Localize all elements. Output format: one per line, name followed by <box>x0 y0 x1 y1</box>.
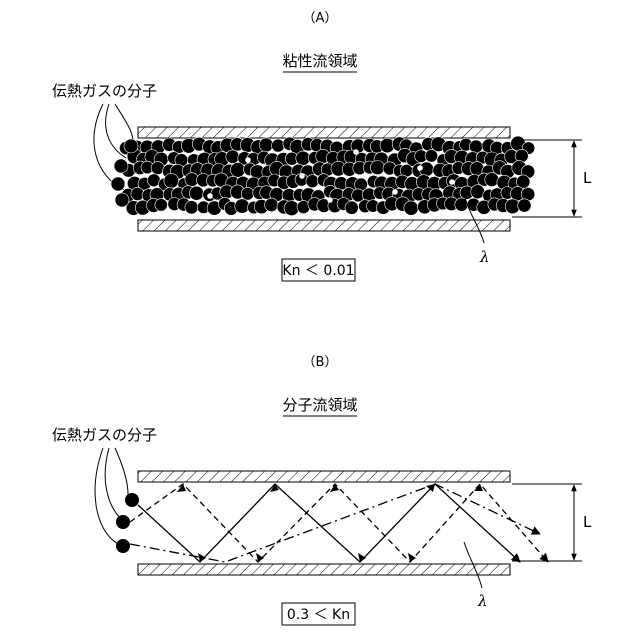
packing-void <box>392 189 398 195</box>
gas-molecule <box>259 138 273 152</box>
panel-a-lambda-label: λ <box>479 248 490 266</box>
panel-a-condition-label: Kn ＜ 0.01 <box>282 263 354 279</box>
panel-a-dimension-label: L <box>583 169 592 187</box>
trajectory-dash-dot <box>130 484 540 562</box>
packing-void <box>353 149 359 155</box>
panel-a-label: （A） <box>303 11 338 26</box>
gas-molecule <box>345 201 358 214</box>
panel-b-molecule-3 <box>116 539 130 553</box>
packing-void <box>207 193 213 199</box>
gas-molecule <box>371 161 385 175</box>
gas-molecule <box>230 163 245 178</box>
panel-b-title: 分子流領域 <box>282 396 357 414</box>
trajectory-dashed <box>130 484 548 562</box>
gas-molecule <box>425 150 438 163</box>
gas-molecule <box>485 173 499 187</box>
panel-b-molecule-1 <box>125 493 139 507</box>
gas-molecule <box>235 199 250 214</box>
panel-a-title: 粘性流領域 <box>282 52 357 70</box>
panel-a-molecule-label: 伝熱ガスの分子 <box>52 82 157 100</box>
gas-molecule <box>515 149 528 162</box>
panel-b-molecule-label: 伝熱ガスの分子 <box>52 426 157 444</box>
panel-b-bottom-plate <box>138 564 510 575</box>
panel-b: （B） 分子流領域 伝熱ガスの分子 <box>52 355 592 625</box>
gas-molecule <box>265 198 279 212</box>
panel-b-trajectories <box>130 484 548 562</box>
gas-molecule <box>226 150 240 164</box>
panel-b-dimension <box>512 484 582 561</box>
panel-a-molecules <box>111 136 535 216</box>
gas-molecule <box>185 201 198 214</box>
gas-molecule <box>518 199 531 212</box>
gas-molecule <box>155 199 168 212</box>
packing-void <box>299 173 305 179</box>
gas-molecule <box>455 198 468 211</box>
panel-a: （A） 粘性流領域 伝熱ガスの分子 L λ Kn ＜ 0.01 <box>52 11 592 281</box>
gas-molecule <box>114 159 128 173</box>
gas-molecule <box>124 139 138 153</box>
panel-b-lambda-label: λ <box>477 592 488 610</box>
panel-b-condition-label: 0.3 ＜ Kn <box>287 607 350 623</box>
gas-molecule <box>241 187 254 200</box>
panel-a-top-plate <box>138 127 510 138</box>
panel-b-label: （B） <box>303 355 338 370</box>
packing-void <box>245 157 251 163</box>
panel-b-molecule-2 <box>116 515 130 529</box>
packing-void <box>417 165 423 171</box>
gas-molecule <box>111 177 125 191</box>
gas-molecule <box>164 173 179 188</box>
panel-b-leader-lines <box>95 448 128 544</box>
gas-molecule <box>404 201 418 215</box>
gas-molecule <box>272 139 285 152</box>
gas-molecule <box>115 193 129 207</box>
panel-a-bottom-plate <box>138 220 510 231</box>
panel-b-dimension-label: L <box>583 513 592 531</box>
gas-molecule <box>306 175 319 188</box>
packing-void <box>327 197 333 203</box>
gas-molecule <box>189 186 203 200</box>
panel-b-top-plate <box>138 471 510 482</box>
packing-void <box>449 179 455 185</box>
